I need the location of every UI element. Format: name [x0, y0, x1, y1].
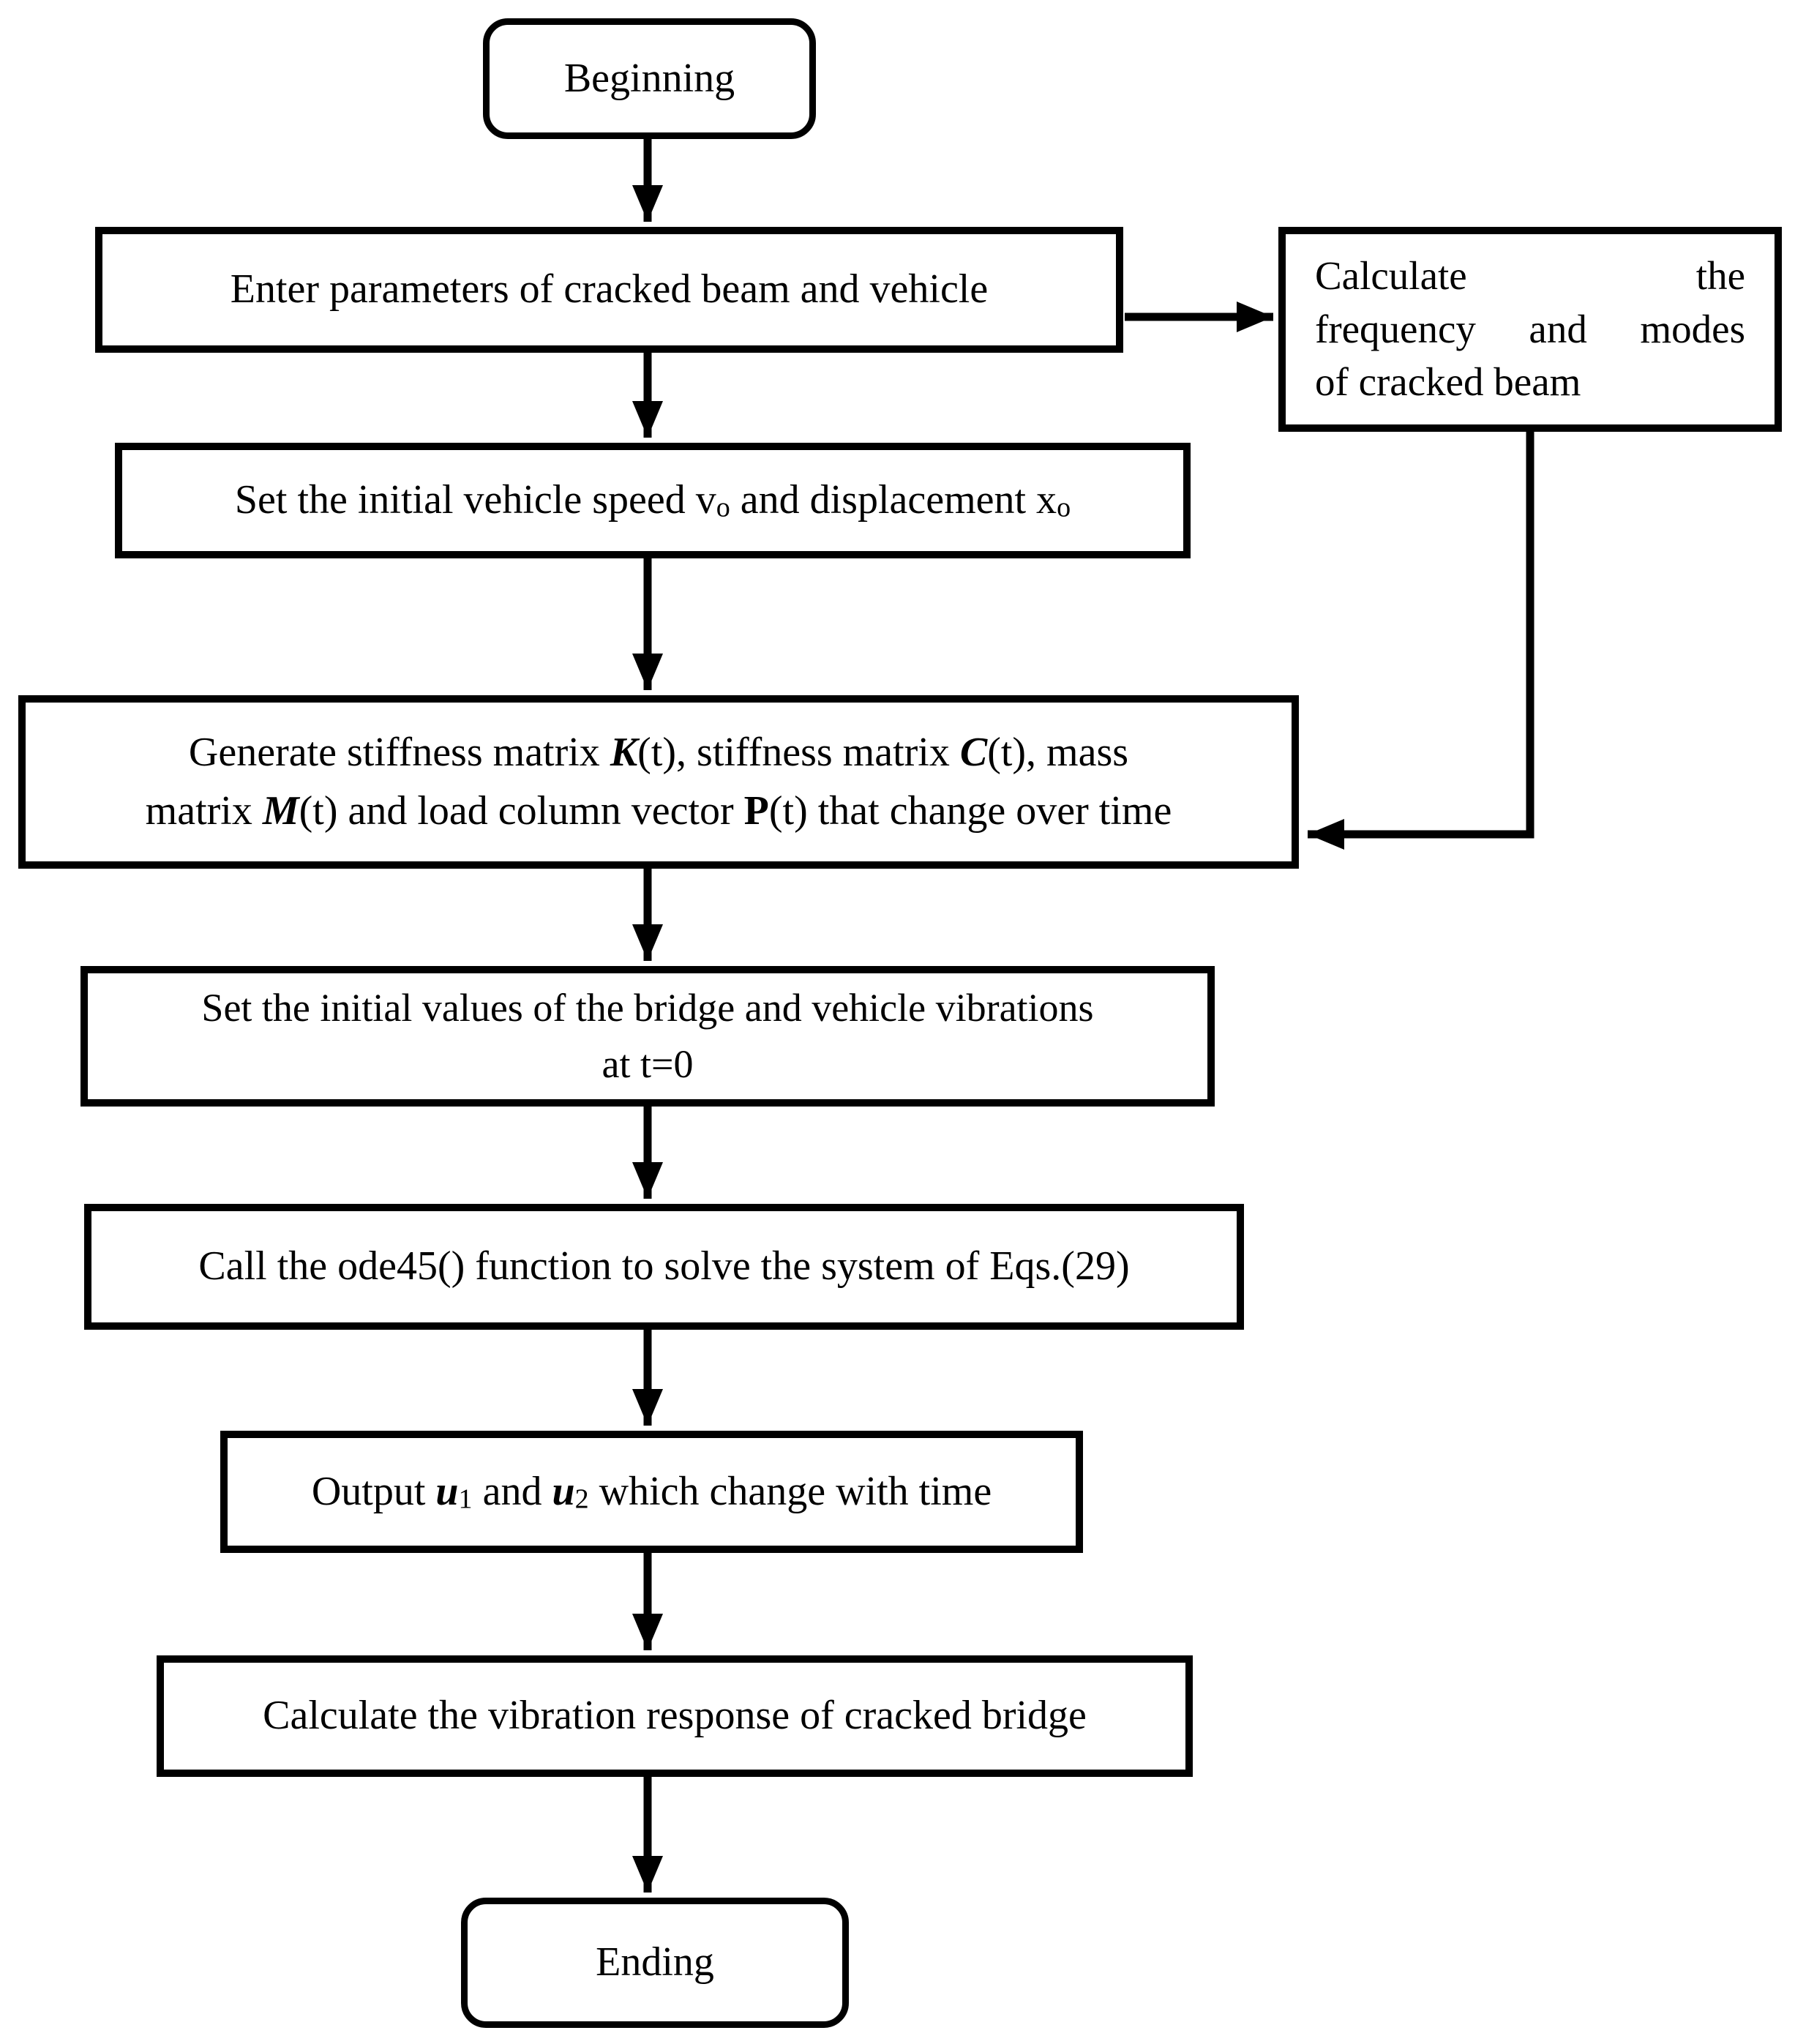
- subscript-1: 1: [458, 1483, 473, 1515]
- node-ending-label: Ending: [596, 1939, 714, 1985]
- subscript-o: o: [716, 492, 730, 523]
- node-call-ode45: Call the ode45() function to solve the s…: [84, 1204, 1244, 1330]
- arrow-calc-to-generate: [1308, 432, 1534, 850]
- node-ending: Ending: [461, 1898, 849, 2028]
- node-generate-matrices-line2: matrix M(t) and load column vector P(t) …: [145, 787, 1172, 834]
- subscript-2: 2: [574, 1483, 589, 1515]
- u1-symbol: u: [435, 1468, 459, 1514]
- matrix-M-symbol: M: [262, 787, 299, 834]
- node-calculate-frequency-line1: Calculate the: [1315, 253, 1745, 299]
- node-set-initial-values-line2: at t=0: [602, 1042, 694, 1086]
- node-generate-matrices-line1: Generate stiffness matrix K(t), stiffnes…: [188, 729, 1129, 775]
- node-beginning: Beginning: [483, 18, 816, 139]
- subscript-o: o: [1057, 492, 1071, 523]
- node-set-initial-values-line1: Set the initial values of the bridge and…: [201, 986, 1094, 1030]
- node-calculate-frequency: Calculate the frequency and modes of cra…: [1278, 227, 1782, 432]
- node-calculate-frequency-line3: of cracked beam: [1315, 359, 1581, 405]
- matrix-C-symbol: C: [959, 729, 988, 775]
- node-set-initial-values: Set the initial values of the bridge and…: [80, 966, 1215, 1107]
- node-enter-parameters-label: Enter parameters of cracked beam and veh…: [230, 266, 989, 312]
- matrix-K-symbol: K: [610, 729, 638, 775]
- node-set-initial-speed-label: Set the initial vehicle speed vo and dis…: [234, 477, 1071, 523]
- node-generate-matrices: Generate stiffness matrix K(t), stiffnes…: [18, 695, 1299, 869]
- node-calculate-response-label: Calculate the vibration response of crac…: [263, 1693, 1087, 1739]
- node-set-initial-speed: Set the initial vehicle speed vo and dis…: [115, 443, 1191, 558]
- node-calculate-response: Calculate the vibration response of crac…: [157, 1655, 1193, 1777]
- node-beginning-label: Beginning: [563, 55, 735, 101]
- node-enter-parameters: Enter parameters of cracked beam and veh…: [95, 227, 1123, 353]
- node-call-ode45-label: Call the ode45() function to solve the s…: [198, 1243, 1130, 1289]
- node-output-u: Output u1 and u2 which change with time: [220, 1431, 1083, 1553]
- u2-symbol: u: [552, 1468, 575, 1514]
- vector-P-symbol: P: [743, 787, 769, 834]
- node-calculate-frequency-line2: frequency and modes: [1315, 306, 1745, 351]
- node-output-u-label: Output u1 and u2 which change with time: [311, 1468, 992, 1515]
